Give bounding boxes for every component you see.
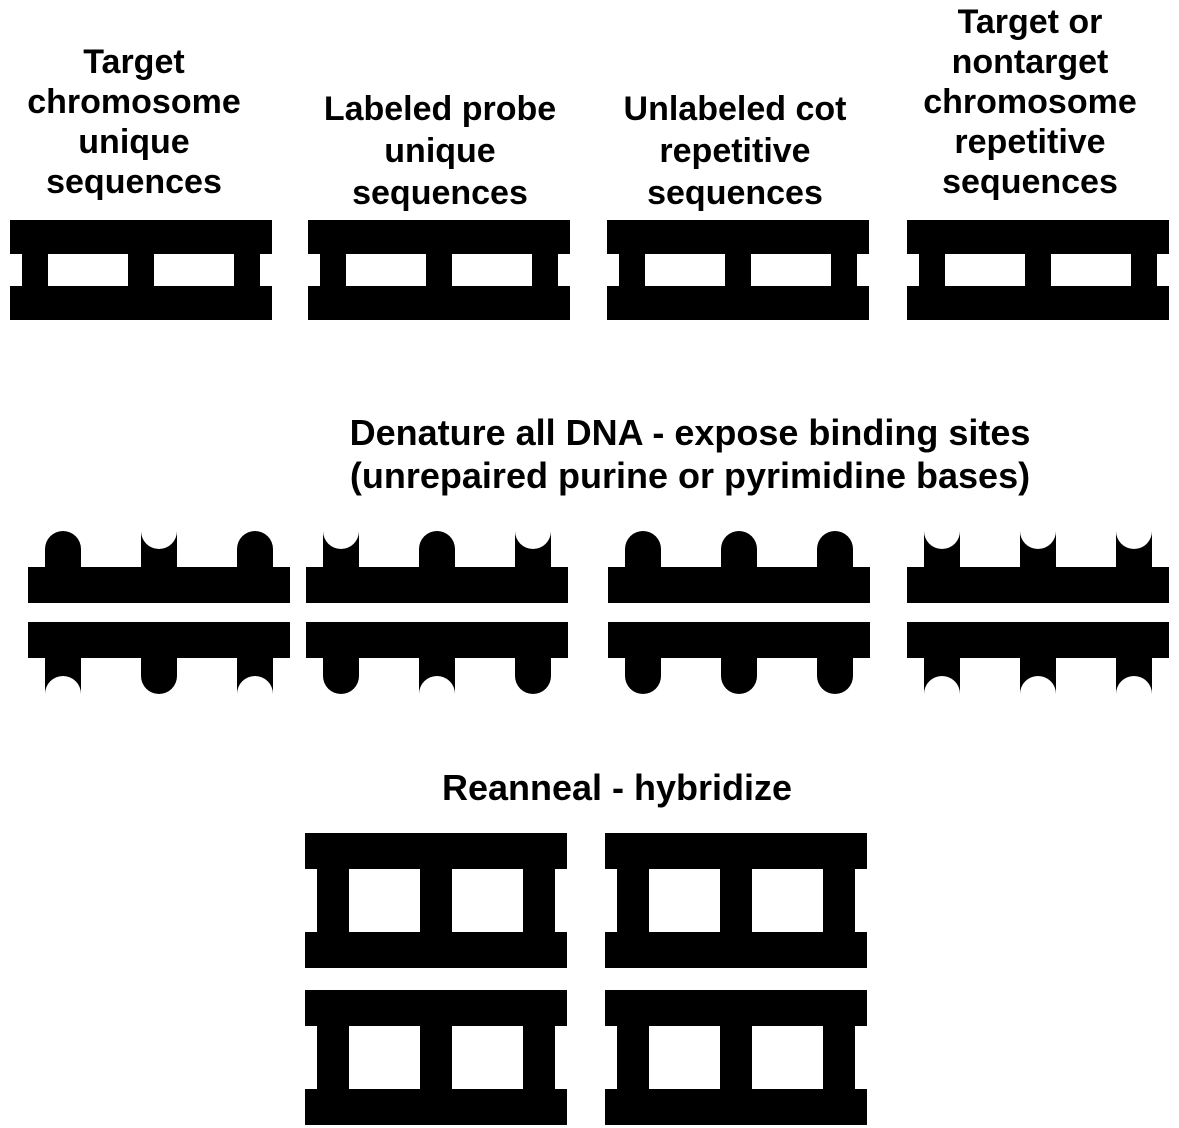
label-col3: Unlabeled cot repetitive sequences	[624, 90, 847, 212]
dna-duplex-icon	[305, 990, 567, 1125]
dna-duplex-icon	[605, 990, 867, 1125]
dna-duplex-icon	[607, 220, 869, 320]
label-line: Target	[83, 43, 184, 81]
base-notch-icon	[419, 658, 455, 694]
base-notch-icon	[1020, 531, 1056, 567]
label-line: sequences	[647, 174, 823, 212]
base-notch-icon	[924, 531, 960, 567]
base-notch-icon	[323, 531, 359, 567]
label-line: sequences	[942, 163, 1118, 201]
label-line: sequences	[46, 163, 222, 201]
dna-strand-icon	[907, 531, 1169, 603]
dna-strand-icon	[306, 531, 568, 603]
label-line: Target or	[958, 3, 1103, 41]
base-bump-icon	[817, 531, 853, 567]
dna-strand-icon	[306, 622, 568, 694]
dna-strand-icon	[907, 622, 1169, 694]
label-col2: Labeled probe unique sequences	[324, 90, 556, 212]
base-bump-icon	[45, 531, 81, 567]
label-line: unique	[384, 132, 495, 170]
base-bump-icon	[721, 658, 757, 694]
native-duplex-row	[10, 220, 1169, 320]
dna-strand-icon	[28, 531, 290, 603]
base-notch-icon	[924, 658, 960, 694]
base-bump-icon	[323, 658, 359, 694]
base-notch-icon	[1116, 531, 1152, 567]
base-notch-icon	[45, 658, 81, 694]
reannealed-hybrids	[305, 833, 867, 1125]
base-bump-icon	[817, 658, 853, 694]
base-bump-icon	[515, 658, 551, 694]
dna-duplex-icon	[907, 220, 1169, 320]
base-bump-icon	[141, 658, 177, 694]
base-bump-icon	[625, 658, 661, 694]
dna-strand-icon	[608, 622, 870, 694]
base-notch-icon	[237, 658, 273, 694]
base-notch-icon	[141, 531, 177, 567]
base-bump-icon	[625, 531, 661, 567]
label-line: chromosome	[923, 83, 1137, 121]
label-line: repetitive	[954, 123, 1105, 161]
dna-duplex-icon	[10, 220, 272, 320]
dna-strand-icon	[28, 622, 290, 694]
label-line: Unlabeled cot	[624, 90, 847, 128]
label-line: sequences	[352, 174, 528, 212]
label-line: Labeled probe	[324, 90, 556, 128]
label-line: unique	[78, 123, 189, 161]
reanneal-step-label: Reanneal - hybridize	[442, 767, 792, 808]
label-col4: Target ornontargetchromosomerepetitivese…	[923, 3, 1137, 201]
label-line: chromosome	[27, 83, 241, 121]
denature-step-sublabel: (unrepaired purine or pyrimidine bases)	[350, 455, 1030, 496]
dna-strand-icon	[608, 531, 870, 603]
base-notch-icon	[1116, 658, 1152, 694]
base-notch-icon	[1020, 658, 1056, 694]
dna-duplex-icon	[305, 833, 567, 968]
denature-step-label: Denature all DNA - expose binding sites	[350, 412, 1031, 453]
dna-duplex-icon	[605, 833, 867, 968]
base-bump-icon	[237, 531, 273, 567]
denatured-strands-row	[28, 531, 1169, 694]
base-bump-icon	[419, 531, 455, 567]
base-bump-icon	[721, 531, 757, 567]
label-line: nontarget	[952, 43, 1109, 81]
dna-duplex-icon	[308, 220, 570, 320]
label-line: repetitive	[659, 132, 810, 170]
base-notch-icon	[515, 531, 551, 567]
